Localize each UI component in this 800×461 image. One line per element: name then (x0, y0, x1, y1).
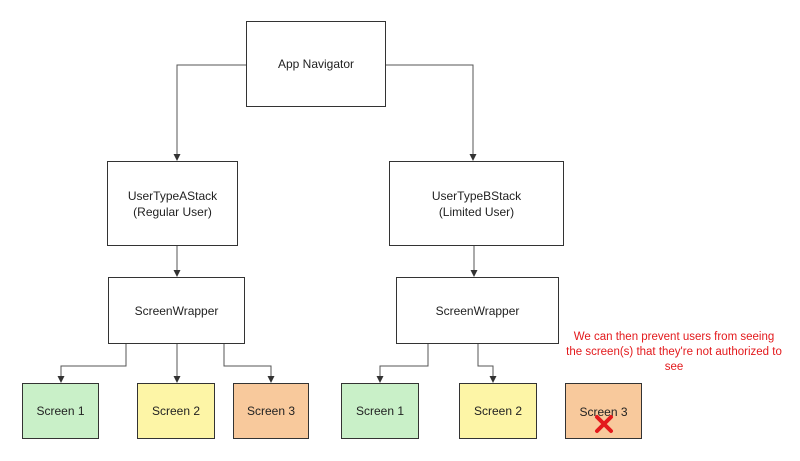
stack-b-screen-1-node: Screen 1 (341, 383, 419, 439)
user-type-b-stack-title: UserTypeBStack (431, 188, 522, 203)
connector-wrapper-a-to-screen-1 (57, 344, 127, 383)
stack-b-screen-2-label: Screen 2 (473, 404, 523, 418)
user-type-b-stack-node: UserTypeBStack (Limited User) (389, 161, 564, 246)
screen-wrapper-b-node: ScreenWrapper (396, 277, 559, 344)
connector-root-to-stack-a (173, 64, 246, 161)
stack-b-screen-3-node: Screen 3 (565, 383, 642, 439)
screen-wrapper-a-node: ScreenWrapper (108, 277, 245, 344)
authorization-note: We can then prevent users from seeing th… (566, 331, 782, 373)
stack-a-screen-3-label: Screen 3 (246, 404, 296, 418)
user-type-a-stack-subtitle: (Regular User) (133, 204, 212, 219)
stack-a-screen-1-label: Screen 1 (36, 404, 85, 418)
user-type-b-stack-subtitle: (Limited User) (438, 204, 515, 219)
stack-b-screen-3-label: Screen 3 (579, 405, 628, 419)
user-type-a-stack-node: UserTypeAStack (Regular User) (107, 161, 238, 246)
stack-a-screen-1-node: Screen 1 (22, 383, 99, 439)
screen-wrapper-b-label: ScreenWrapper (435, 303, 520, 318)
connector-wrapper-a-to-screen-3 (223, 344, 275, 383)
connector-wrapper-b-to-screen-2 (477, 344, 497, 383)
screen-wrapper-a-label: ScreenWrapper (134, 303, 219, 318)
app-navigator-node: App Navigator (246, 21, 386, 107)
app-navigator-label: App Navigator (277, 57, 355, 71)
stack-b-screen-2-node: Screen 2 (459, 383, 537, 439)
stack-b-screen-1-label: Screen 1 (355, 404, 405, 418)
user-type-a-stack-title: UserTypeAStack (127, 188, 218, 203)
stack-a-screen-3-node: Screen 3 (233, 383, 309, 439)
connector-root-to-stack-b (386, 64, 477, 161)
stack-a-screen-2-node: Screen 2 (137, 383, 215, 439)
connector-wrapper-b-to-screen-1 (376, 344, 429, 383)
stack-a-screen-2-label: Screen 2 (151, 404, 201, 418)
red-x-icon (594, 415, 613, 433)
